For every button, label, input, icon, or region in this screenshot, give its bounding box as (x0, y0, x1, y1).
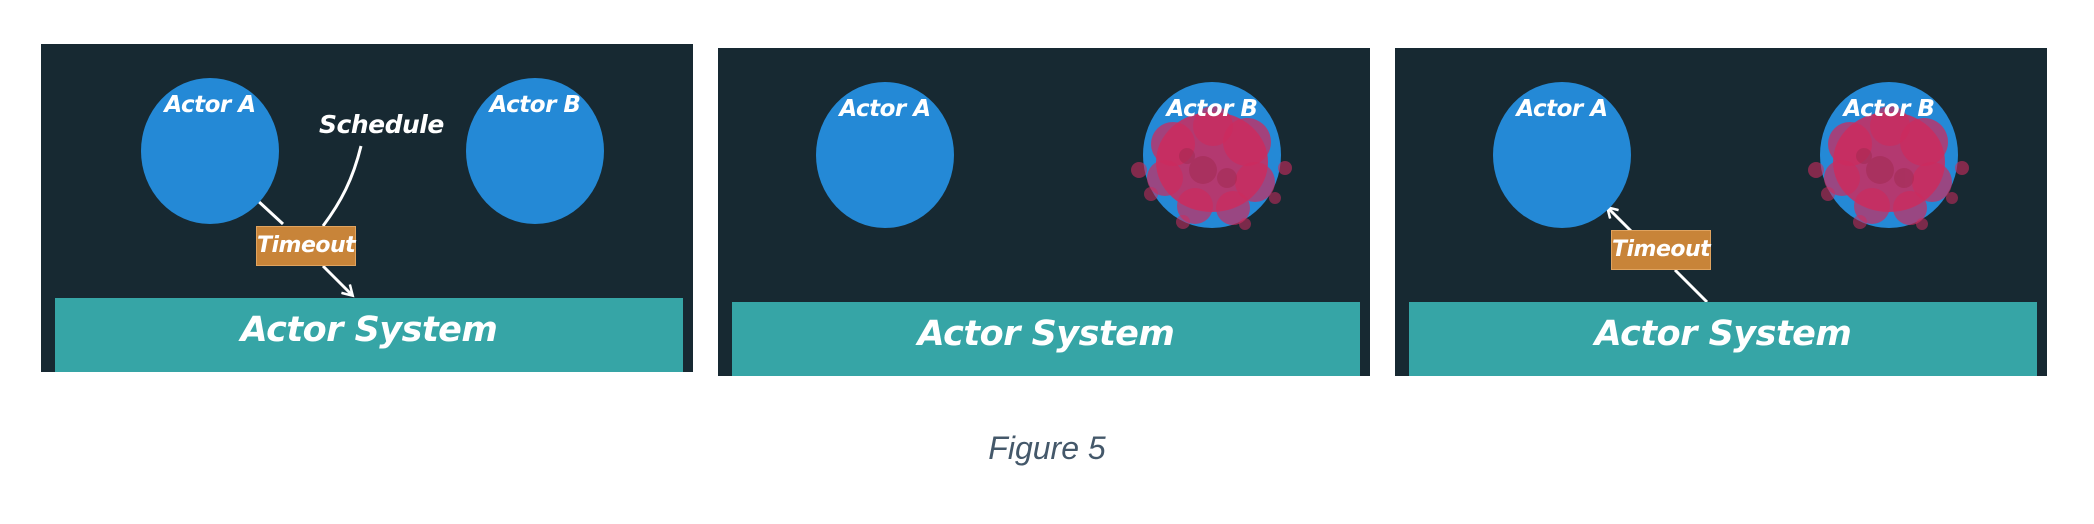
diagram-panel-failure: Actor A (718, 48, 1370, 376)
system-to-timeout-line (1673, 268, 1709, 304)
actor-system-label: Actor System (1594, 314, 1852, 354)
diagram-panel-schedule: Actor A Actor B Schedule Timeout Actor S… (41, 44, 693, 372)
actor-b: Actor B (1131, 82, 1292, 230)
schedule-arrows (255, 145, 363, 372)
actor-system-bar: Actor System (1409, 302, 2037, 376)
actor-a: Actor A (141, 78, 279, 224)
actor-system-label: Actor System (917, 314, 1175, 354)
actor-a-label: Actor A (1516, 96, 1608, 122)
timeout-to-actor-a-arrow (1608, 208, 1633, 233)
actor-a: Actor A (816, 82, 954, 228)
actor-system-label: Actor System (240, 310, 498, 350)
failure-burst-icon (1131, 106, 1292, 230)
timeout-message: Timeout (256, 226, 356, 266)
timeout-message: Timeout (1611, 230, 1711, 270)
actor-system-bar: Actor System (732, 302, 1360, 376)
actor-b: Actor B (1808, 82, 1969, 230)
diagram-panel-timeout-delivered: Actor A (1395, 48, 2047, 376)
figure-caption: Figure 5 (988, 430, 1106, 466)
actor-a-label: Actor A (839, 96, 931, 122)
actor-b-label: Actor B (489, 92, 581, 118)
actor-a-to-timeout-line (255, 198, 285, 226)
timeout-delivery-arrows (1395, 48, 1709, 304)
timeout-to-system-arrow (321, 264, 352, 295)
actor-b-label: Actor B (1166, 96, 1258, 122)
failure-burst-icon (1808, 106, 1969, 230)
schedule-pointer-curve (321, 145, 363, 227)
actor-b: Actor B (466, 78, 604, 224)
schedule-label: Schedule (319, 110, 444, 139)
actor-a-label: Actor A (164, 92, 256, 118)
actor-b-label: Actor B (1843, 96, 1935, 122)
actor-a: Actor A (1493, 82, 1631, 228)
actor-system-bar: Actor System (55, 298, 683, 372)
